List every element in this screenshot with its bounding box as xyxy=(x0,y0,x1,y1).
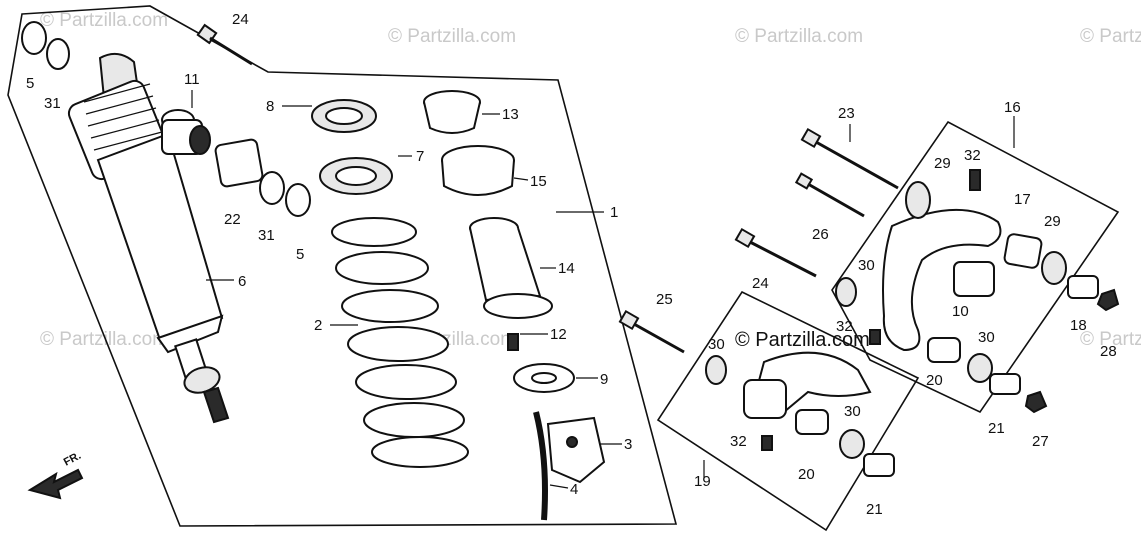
callout-32: 32 xyxy=(730,433,747,450)
callout-5: 5 xyxy=(296,246,304,263)
bolt-part-25 xyxy=(618,309,685,354)
collar-part-21 xyxy=(863,453,895,477)
ring-part-5 xyxy=(285,183,311,217)
front-direction-arrow: FR. xyxy=(27,450,84,500)
callout-20: 20 xyxy=(798,466,815,483)
collar-part-22 xyxy=(214,138,264,188)
arm-assembly-frame xyxy=(831,120,1120,414)
watermark-text: © Partzilla.com xyxy=(40,10,168,31)
callout-32: 32 xyxy=(836,318,853,335)
callout-3: 3 xyxy=(624,436,632,453)
callout-29: 29 xyxy=(934,155,951,172)
bushing-rod-part xyxy=(743,379,787,419)
boot-part-14 xyxy=(469,217,553,319)
watermarks: © Partzilla.com © Partzilla.com © Partzi… xyxy=(40,10,1141,351)
fitting-part-32 xyxy=(869,329,881,345)
nut-part-28 xyxy=(1096,288,1120,312)
ring-part-31 xyxy=(46,38,70,70)
bushing-part-11 xyxy=(161,109,211,155)
bushing-part-10 xyxy=(953,261,995,297)
callout-10: 10 xyxy=(952,303,969,320)
callout-27: 27 xyxy=(1032,433,1049,450)
callout-14: 14 xyxy=(558,260,575,277)
callout-2: 2 xyxy=(314,317,322,334)
callout-30: 30 xyxy=(708,336,725,353)
callout-5: 5 xyxy=(26,75,34,92)
arm-part-16 xyxy=(882,208,1002,352)
watermark-text: © Partzilla.com xyxy=(1080,329,1141,350)
bolt-part-24 xyxy=(196,23,253,66)
callout-23: 23 xyxy=(838,105,855,122)
callout-21: 21 xyxy=(988,420,1005,437)
seat-part-13 xyxy=(423,90,481,134)
callout-18: 18 xyxy=(1070,317,1087,334)
shock-absorber-part-6 xyxy=(67,52,230,424)
bolt-part-26 xyxy=(794,172,865,218)
callout-24: 24 xyxy=(752,275,769,292)
callout-28: 28 xyxy=(1100,343,1117,360)
washer-part-29 xyxy=(905,181,931,219)
ring-part-31 xyxy=(259,171,285,205)
collar-part-18 xyxy=(1067,275,1099,299)
callout-32: 32 xyxy=(964,147,981,164)
callout-31: 31 xyxy=(258,227,275,244)
collar-part-20 xyxy=(927,337,961,363)
front-direction-label: FR. xyxy=(62,450,83,469)
callout-21: 21 xyxy=(866,501,883,518)
rod-assembly-frame xyxy=(656,290,920,532)
callout-19: 19 xyxy=(694,473,711,490)
fitting-part-32 xyxy=(761,435,773,451)
callout-24: 24 xyxy=(232,11,249,28)
callout-31: 31 xyxy=(44,95,61,112)
callout-26: 26 xyxy=(812,226,829,243)
watermark-text: © Partzilla.com xyxy=(735,26,863,47)
bolt-part-24 xyxy=(734,227,817,278)
callout-30: 30 xyxy=(858,257,875,274)
bolt-part-23 xyxy=(800,127,899,190)
collar-part-21 xyxy=(989,373,1021,395)
bolt-part-12 xyxy=(507,333,519,351)
collar-part-20 xyxy=(795,409,829,435)
callout-30: 30 xyxy=(844,403,861,420)
washer-part-30 xyxy=(967,353,993,383)
watermark-text: © Partzilla.com xyxy=(388,26,516,47)
watermark-text: © Partzilla.com xyxy=(40,329,168,350)
callout-13: 13 xyxy=(502,106,519,123)
callout-25: 25 xyxy=(656,291,673,308)
washer-part-30 xyxy=(839,429,865,459)
callout-12: 12 xyxy=(550,326,567,343)
callout-29: 29 xyxy=(1044,213,1061,230)
hose-part-4 xyxy=(533,411,548,521)
callout-15: 15 xyxy=(530,173,547,190)
washer-part-29 xyxy=(1041,251,1067,285)
callout-4: 4 xyxy=(570,481,578,498)
callout-7: 7 xyxy=(416,148,424,165)
callout-22: 22 xyxy=(224,211,241,228)
fitting-part-32 xyxy=(969,169,981,191)
washer-part-30 xyxy=(835,277,857,307)
callout-8: 8 xyxy=(266,98,274,115)
callout-1: 1 xyxy=(610,204,618,221)
callout-30: 30 xyxy=(978,329,995,346)
watermark-text: © Partzilla.com xyxy=(1080,26,1141,47)
callout-6: 6 xyxy=(238,273,246,290)
spring-part-2 xyxy=(331,217,469,468)
leader-lines xyxy=(191,90,1015,489)
callout-9: 9 xyxy=(600,371,608,388)
ring-part-5 xyxy=(21,21,47,55)
callout-16: 16 xyxy=(1004,99,1021,116)
shock-assembly-frame xyxy=(7,5,678,527)
nut-part-27 xyxy=(1024,390,1048,414)
washer-part-30 xyxy=(705,355,727,385)
callouts: 1 2 3 4 5 5 6 7 8 9 10 11 12 13 14 15 16… xyxy=(26,11,1117,518)
bushing-part-17 xyxy=(1003,233,1043,269)
callout-20: 20 xyxy=(926,372,943,389)
callout-11: 11 xyxy=(184,71,200,88)
watermark-center-text: © Partzilla.com xyxy=(735,329,870,351)
seat-part-15 xyxy=(441,145,515,196)
bracket-part-3 xyxy=(546,416,606,484)
callout-17: 17 xyxy=(1014,191,1031,208)
